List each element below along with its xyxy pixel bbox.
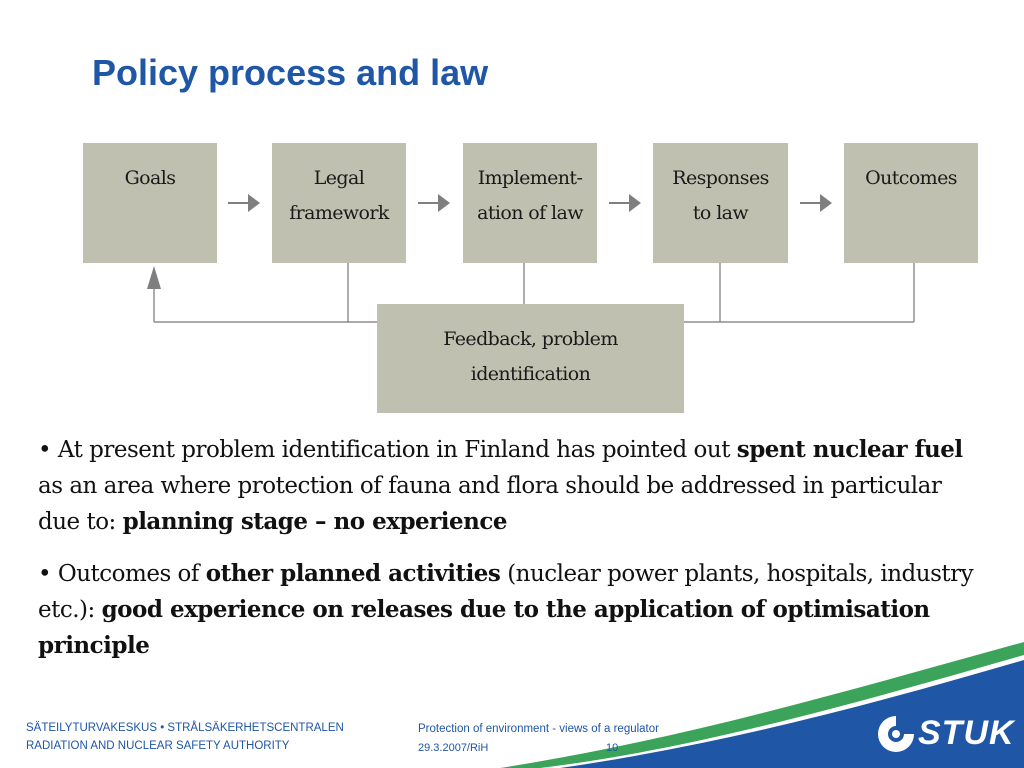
arrow-right-icon	[418, 194, 450, 212]
box-feedback-line2: identification	[470, 363, 591, 385]
footer-page-number: 10	[606, 742, 619, 754]
stuk-logo-icon	[878, 716, 914, 752]
box-outcomes: Outcomes	[844, 143, 978, 263]
footer-topic: Protection of environment - views of a r…	[418, 723, 659, 735]
box-goals-line1: Goals	[124, 167, 176, 189]
box-legal-framework: Legal framework	[272, 143, 406, 263]
box-outcomes-line1: Outcomes	[865, 167, 957, 189]
stuk-logo-text: STUK	[918, 714, 1015, 752]
bullet-2-bold-a: other planned activities	[205, 560, 501, 587]
arrow-right-icon	[800, 194, 832, 212]
footer-org-finnish: SÄTEILYTURVAKESKUS • STRÅLSÄKERHETSCENTR…	[26, 722, 344, 734]
box-legal-line2: framework	[289, 202, 389, 224]
arrow-right-icon	[228, 194, 260, 212]
arrow-right-icon	[609, 194, 641, 212]
bullet-2-text-a: • Outcomes of	[38, 561, 206, 587]
box-implementation-line2: ation of law	[477, 202, 583, 224]
bullet-2-bold-b: good experience on releases due to the a…	[38, 596, 930, 659]
bullet-1-bold-b: planning stage – no experience	[122, 508, 508, 535]
footer-org-english: RADIATION AND NUCLEAR SAFETY AUTHORITY	[26, 740, 290, 752]
bullet-1: • At present problem identification in F…	[38, 432, 988, 540]
slide-title: Policy process and law	[92, 52, 489, 93]
feedback-up-arrow	[147, 266, 161, 289]
bullet-1-bold-a: spent nuclear fuel	[736, 436, 963, 463]
bullet-2-text-b: (nuclear power plants, hospitals, indust…	[38, 561, 974, 623]
bullet-1-text-a: • At present problem identification in F…	[38, 437, 737, 463]
box-feedback: Feedback, problem identification	[377, 304, 684, 413]
bullet-1-text-b: as an area where protection of fauna and…	[38, 473, 942, 535]
box-feedback-line1: Feedback, problem	[443, 328, 618, 350]
box-responses-line1: Responses	[672, 167, 769, 189]
bullet-list: • At present problem identification in F…	[38, 432, 988, 680]
box-responses: Responses to law	[653, 143, 788, 263]
box-legal-line1: Legal	[313, 167, 365, 189]
box-goals: Goals	[83, 143, 217, 263]
bullet-2: • Outcomes of other planned activities (…	[38, 556, 988, 664]
box-implementation: Implement-ation of law	[463, 143, 597, 263]
footer-date: 29.3.2007/RiH	[418, 742, 489, 754]
box-responses-line2: to law	[692, 202, 749, 224]
box-implementation-line1: Implement-	[477, 167, 583, 189]
